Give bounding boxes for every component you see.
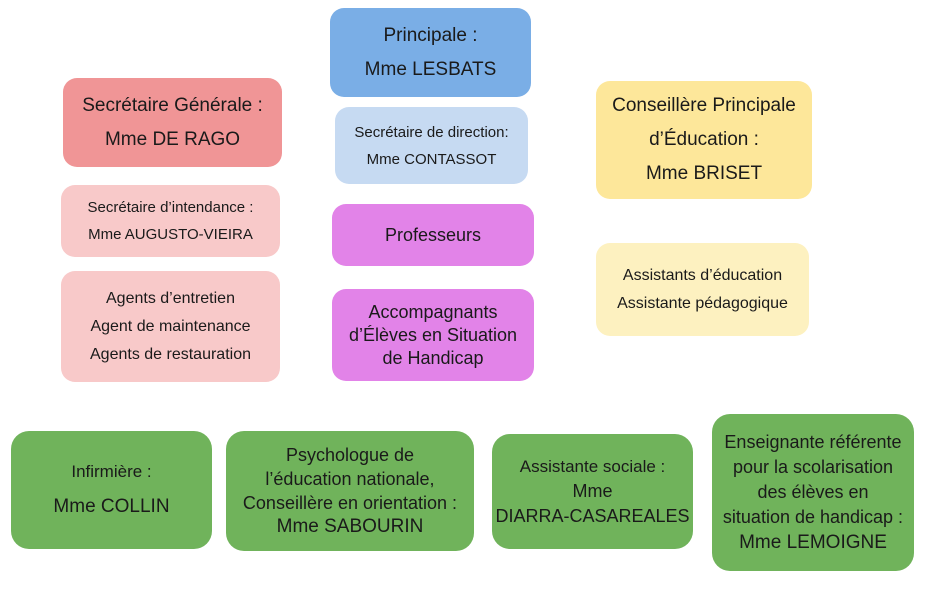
intendance-secretary-box: Secrétaire d’intendance : Mme AUGUSTO-VI… [61,185,280,257]
aesh-line: d’Élèves en Situation [348,324,518,345]
referent-teacher-line: pour la scolarisation [732,457,894,477]
cpe-line: Conseillère Principale [612,95,796,116]
secretary-direction-box: Secrétaire de direction: Mme CONTASSOT [335,107,528,184]
referent-teacher-box: Enseignante référente pour la scolarisat… [712,414,914,571]
aesh-box: Accompagnants d’Élèves en Situation de H… [332,289,534,381]
intendance-secretary-title: Secrétaire d’intendance : [87,199,254,216]
general-secretary-name: Mme DE RAGO [104,128,241,150]
psychologist-line: Conseillère en orientation : [242,493,458,513]
psychologist-line: Psychologue de [285,445,415,465]
general-secretary-box: Secrétaire Générale : Mme DE RAGO [63,78,282,167]
general-secretary-title: Secrétaire Générale : [82,94,263,116]
psychologist-line: l’éducation nationale, [265,469,435,489]
teachers-label: Professeurs [384,224,482,245]
cpe-name: Mme BRISET [645,163,763,184]
principal-title: Principale : [383,24,478,46]
social-worker-box: Assistante sociale : Mme DIARRA-CASAREAL… [492,434,693,549]
principal-name: Mme LESBATS [364,58,497,80]
secretary-direction-title: Secrétaire de direction: [354,123,509,141]
agents-line: Agents de restauration [90,345,251,363]
nurse-name: Mme COLLIN [53,496,170,517]
psychologist-name: Mme SABOURIN [276,516,424,537]
education-assistants-line: Assistants d’éducation [622,266,783,284]
aesh-line: Accompagnants [368,301,498,322]
cpe-line: d’Éducation : [649,129,759,150]
referent-teacher-line: des élèves en [757,482,869,502]
secretary-direction-name: Mme CONTASSOT [366,150,497,168]
intendance-secretary-name: Mme AUGUSTO-VIEIRA [88,226,253,243]
psychologist-box: Psychologue de l’éducation nationale, Co… [226,431,474,551]
cpe-box: Conseillère Principale d’Éducation : Mme… [596,81,812,199]
social-worker-name: DIARRA-CASAREALES [495,506,690,526]
agents-line: Agent de maintenance [90,317,251,335]
principal-box: Principale : Mme LESBATS [330,8,531,97]
nurse-title: Infirmière : [71,462,152,481]
agents-box: Agents d’entretien Agent de maintenance … [61,271,280,382]
aesh-line: de Handicap [382,347,484,368]
social-worker-title: Assistante sociale : [519,457,666,476]
education-assistants-box: Assistants d’éducation Assistante pédago… [596,243,809,336]
referent-teacher-line: Enseignante référente [724,432,902,452]
agents-line: Agents d’entretien [106,289,235,307]
referent-teacher-line: situation de handicap : [722,507,904,527]
nurse-box: Infirmière : Mme COLLIN [11,431,212,549]
social-worker-name: Mme [572,481,613,501]
teachers-box: Professeurs [332,204,534,266]
education-assistants-line: Assistante pédagogique [617,294,788,312]
referent-teacher-name: Mme LEMOIGNE [739,532,887,553]
